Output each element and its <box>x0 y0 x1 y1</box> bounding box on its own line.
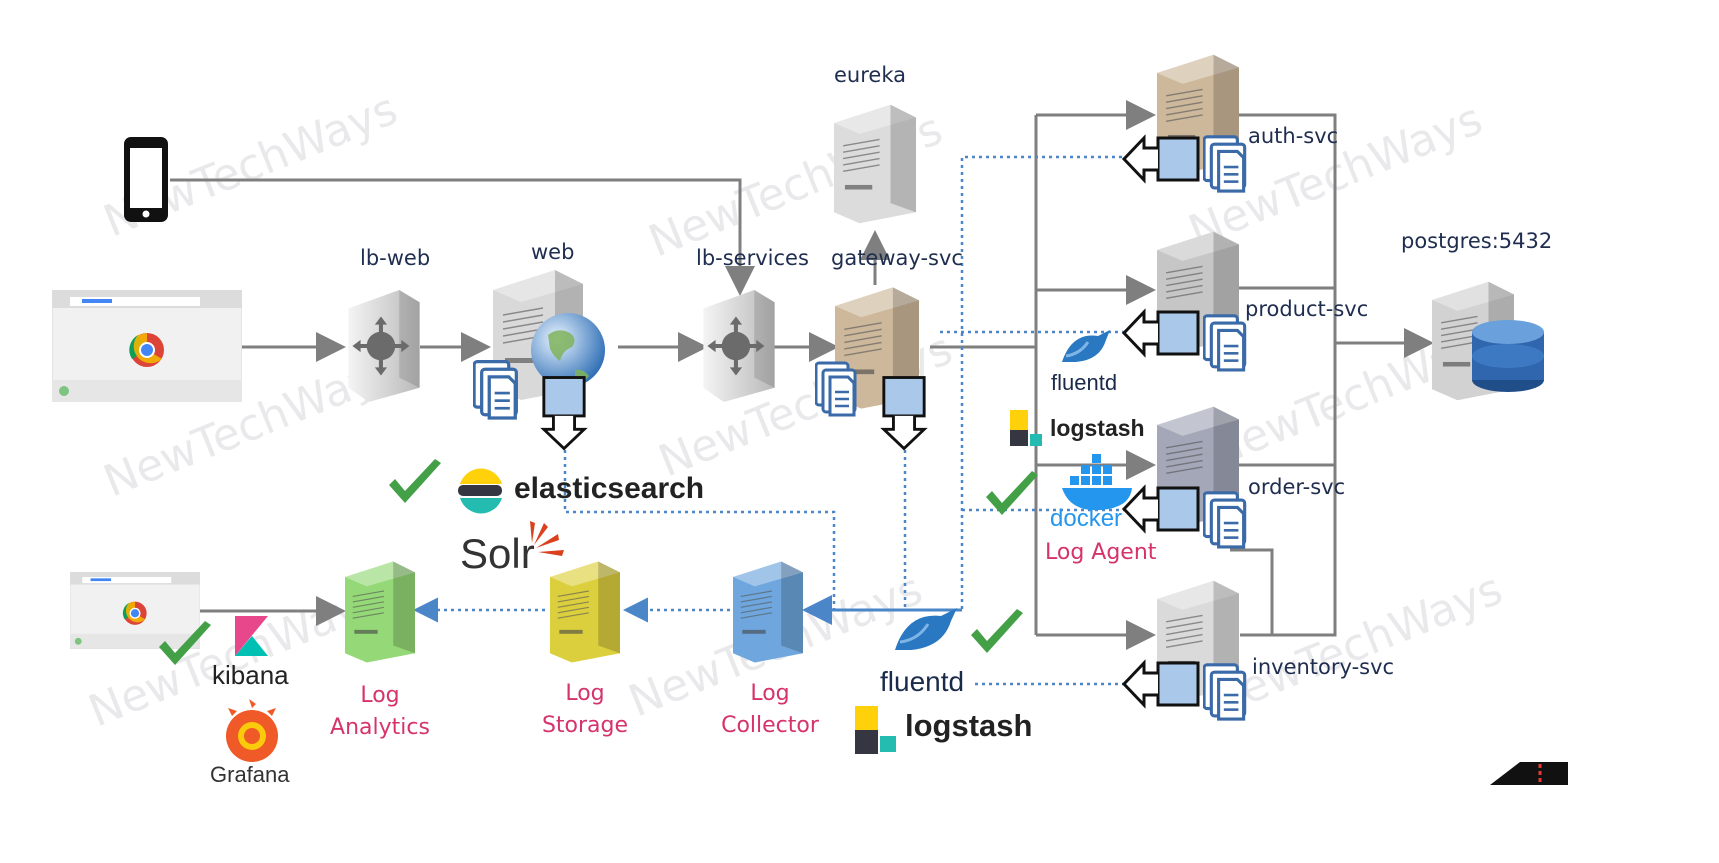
docker-label: docker <box>1050 505 1123 532</box>
order-log-export-icon <box>1122 486 1200 532</box>
eureka-server-icon <box>834 104 916 224</box>
log-collector-server-icon <box>733 560 803 664</box>
kibana-label: kibana <box>212 660 289 690</box>
gateway-label: gateway-svc <box>831 246 963 270</box>
corner-logo-icon <box>1490 762 1568 785</box>
check-icon <box>971 609 1023 653</box>
inventory-log-file-icon <box>1203 663 1247 721</box>
fluentd-logo-icon <box>895 608 957 650</box>
gateway-log-file-icon <box>815 361 857 417</box>
web-server-icon <box>493 270 605 400</box>
mobile-phone-icon <box>124 137 168 222</box>
web-log-connector <box>563 450 836 610</box>
lb-services-label: lb-services <box>696 246 809 270</box>
inventory-svc-label: inventory-svc <box>1252 655 1395 679</box>
lb-services-icon <box>703 290 774 402</box>
auth-log-connector <box>960 155 1150 610</box>
web-log-file-icon <box>473 360 518 420</box>
docker-logo-icon <box>1062 454 1132 511</box>
logstash-label: logstash <box>1050 415 1145 441</box>
log-storage-server-icon <box>550 560 620 664</box>
auth-svc-label: auth-svc <box>1248 124 1339 148</box>
solr-logo-icon <box>530 521 564 556</box>
eureka-label: eureka <box>834 63 906 87</box>
auth-log-file-icon <box>1203 135 1247 193</box>
grafana-label: Grafana <box>210 762 290 787</box>
kibana-logo-icon <box>235 616 268 656</box>
auth-log-export-icon <box>1122 136 1200 182</box>
product-log-export-icon <box>1122 310 1200 356</box>
product-svc-label: product-svc <box>1245 297 1369 321</box>
grafana-logo-icon <box>226 699 278 762</box>
log-agent-label: Log Agent <box>1045 540 1157 565</box>
chrome-browser-icon <box>52 290 242 402</box>
product-log-file-icon <box>1203 314 1247 372</box>
lb-web-icon <box>348 290 419 402</box>
log-analytics-server-icon <box>345 560 415 664</box>
check-icon <box>389 459 441 503</box>
order-svc-label: order-svc <box>1248 475 1346 499</box>
fluentd-logo-icon <box>1062 330 1110 362</box>
logstash-logo-icon <box>855 706 896 754</box>
elasticsearch-label: elasticsearch <box>514 472 705 505</box>
solr-label: Solr <box>460 530 535 577</box>
db-bus-connector <box>1230 113 1337 637</box>
web-log-export-icon <box>542 376 586 451</box>
elasticsearch-logo-icon <box>458 468 502 514</box>
postgres-label: postgres:5432 <box>1401 229 1553 253</box>
logstash-logo-icon <box>1010 410 1042 446</box>
check-icon <box>986 471 1038 515</box>
fluentd-label: fluentd <box>880 666 965 697</box>
inventory-log-export-icon <box>1122 661 1200 707</box>
web-label: web <box>531 240 575 264</box>
chrome-browser-icon <box>70 572 200 649</box>
logstash-label: logstash <box>905 708 1033 743</box>
gateway-log-export-icon <box>882 376 926 451</box>
mobile-to-lb-services-connector <box>170 178 755 296</box>
lb-web-label: lb-web <box>360 246 431 270</box>
order-log-file-icon <box>1203 491 1247 549</box>
postgres-server-icon <box>1432 281 1544 401</box>
fluentd-label: fluentd <box>1051 370 1118 395</box>
